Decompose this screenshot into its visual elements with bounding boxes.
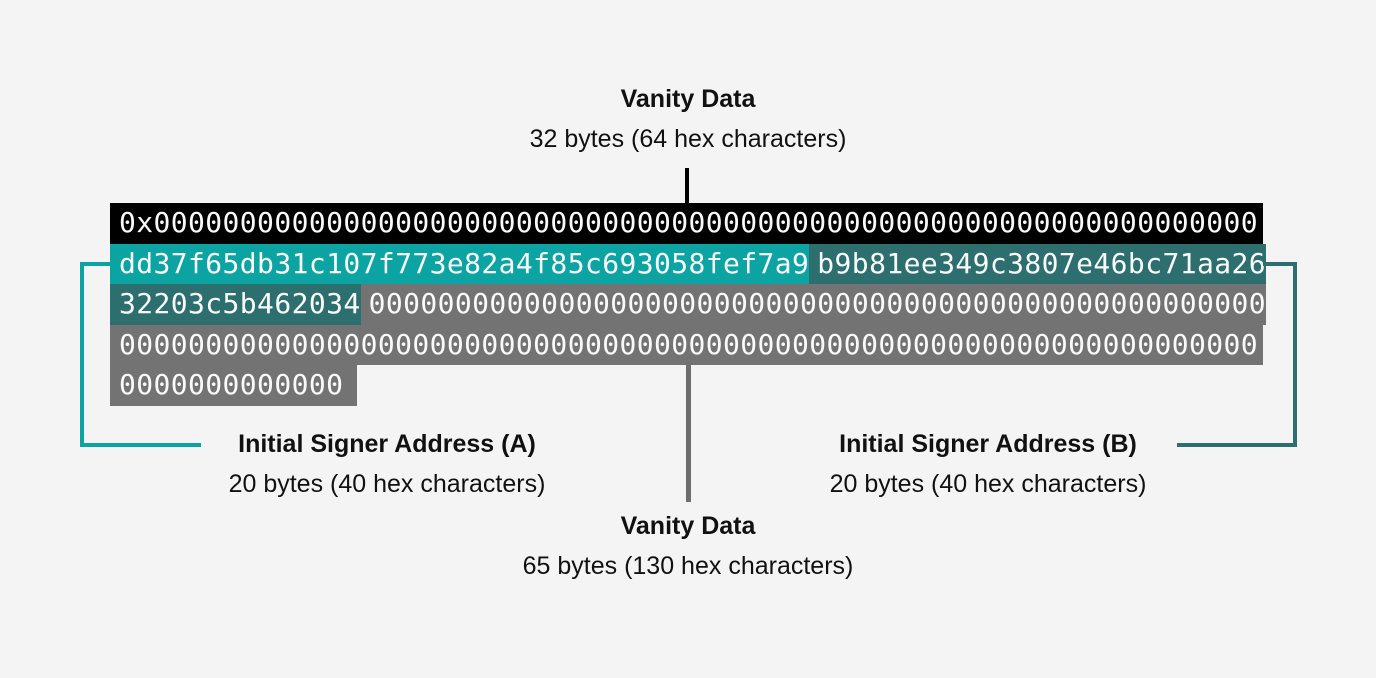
hex-row-2: dd37f65db31c107f773e82a4f85c693058fef7a9…	[110, 243, 1266, 285]
signer-a-title: Initial Signer Address (A)	[238, 430, 536, 458]
signer-b-label: Initial Signer Address (B) 20 bytes (40 …	[738, 429, 1238, 499]
vanity-data-bottom-subtitle: 65 bytes (130 hex characters)	[522, 552, 854, 580]
signer-b-subtitle: 20 bytes (40 hex characters)	[829, 470, 1147, 498]
signer-a-label: Initial Signer Address (A) 20 bytes (40 …	[137, 429, 637, 499]
bracket-b-vertical-line	[1293, 262, 1297, 447]
hex-row-3: 32203c5b462034 0000000000000000000000000…	[110, 284, 1266, 325]
bracket-b-top-line	[1263, 262, 1297, 266]
vanity-data-top-subtitle: 32 bytes (64 hex characters)	[529, 125, 847, 153]
signer-a-subtitle: 20 bytes (40 hex characters)	[228, 470, 546, 498]
bracket-b-bottom-line	[1177, 443, 1297, 447]
hex-row-4: 0000000000000000000000000000000000000000…	[110, 324, 1263, 366]
signer-b-segment-2: 32203c5b462034	[110, 284, 361, 325]
vanity-bottom-zeros-row4: 0000000000000000000000000000000000000000…	[110, 324, 1263, 366]
vanity-data-top-title: Vanity Data	[620, 85, 756, 113]
hex-row-5: 0000000000000	[110, 365, 1263, 406]
bottom-connector-line	[686, 365, 691, 502]
signer-b-segment-1: b9b81ee349c3807e46bc71aa26	[809, 243, 1266, 285]
vanity-data-bottom-label: Vanity Data 65 bytes (130 hex characters…	[438, 511, 938, 581]
hex-prefix: 0x	[119, 206, 154, 239]
top-connector-line	[685, 168, 689, 203]
signer-b-title: Initial Signer Address (B)	[839, 430, 1137, 458]
vanity-data-bottom-title: Vanity Data	[620, 512, 756, 540]
vanity-data-top-label: Vanity Data 32 bytes (64 hex characters)	[438, 84, 938, 154]
vanity-bottom-zeros-row3: 0000000000000000000000000000000000000000…	[360, 284, 1266, 325]
bracket-a-bottom-line	[80, 443, 201, 447]
vanity-top-zeros: 0000000000000000000000000000000000000000…	[153, 206, 1258, 239]
vanity-bottom-zeros-row5: 0000000000000	[110, 365, 358, 406]
signer-a-segment: dd37f65db31c107f773e82a4f85c693058fef7a9	[110, 243, 810, 285]
bracket-a-vertical-line	[80, 262, 84, 447]
bracket-a-top-line	[80, 262, 110, 266]
